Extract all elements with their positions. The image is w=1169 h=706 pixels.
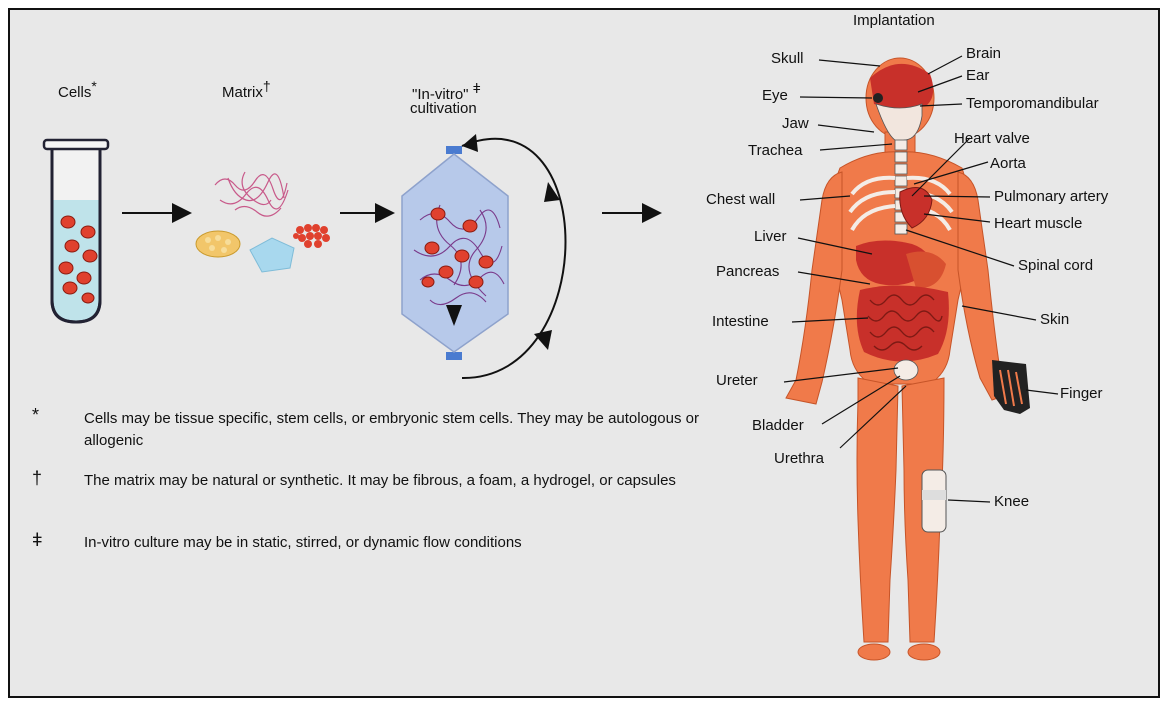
note-1-text: Cells may be tissue specific, stem cells… bbox=[84, 408, 734, 452]
organ-label-jaw: Jaw bbox=[782, 115, 809, 132]
note-1-symbol: * bbox=[32, 405, 39, 426]
organ-label-knee: Knee bbox=[994, 493, 1029, 510]
organ-label-aorta: Aorta bbox=[990, 155, 1026, 172]
invitro-footnote-mark: ǂ bbox=[473, 80, 481, 96]
organ-label-bladder: Bladder bbox=[752, 417, 804, 434]
organ-label-ureter: Ureter bbox=[716, 372, 758, 389]
organ-label-heart-valve: Heart valve bbox=[954, 130, 1030, 147]
matrix-label: Matrix† bbox=[222, 78, 271, 101]
organ-label-ear: Ear bbox=[966, 67, 989, 84]
implantation-label: Implantation bbox=[853, 12, 935, 29]
invitro-label-line2: cultivation bbox=[410, 100, 477, 117]
test-tube bbox=[44, 140, 108, 322]
cells-label-text: Cells bbox=[58, 84, 91, 101]
matrix-materials bbox=[196, 172, 330, 272]
organ-label-chest-wall: Chest wall bbox=[706, 191, 775, 208]
organ-label-trachea: Trachea bbox=[748, 142, 802, 159]
note-3-symbol: ǂ bbox=[32, 530, 43, 551]
organ-label-pulmonary-artery: Pulmonary artery bbox=[994, 188, 1108, 205]
organ-label-spinal-cord: Spinal cord bbox=[1018, 257, 1093, 274]
human-body-figure bbox=[786, 58, 1030, 660]
organ-label-finger: Finger bbox=[1060, 385, 1103, 402]
organ-label-intestine: Intestine bbox=[712, 313, 769, 330]
organ-label-liver: Liver bbox=[754, 228, 787, 245]
matrix-label-text: Matrix bbox=[222, 84, 263, 101]
bioreactor bbox=[402, 134, 566, 378]
note-3-text: In-vitro culture may be in static, stirr… bbox=[84, 532, 734, 554]
organ-label-brain: Brain bbox=[966, 45, 1001, 62]
organ-label-eye: Eye bbox=[762, 87, 788, 104]
cells-label: Cells* bbox=[58, 78, 97, 101]
organ-label-temporomandibular: Temporomandibular bbox=[966, 95, 1099, 112]
organ-label-skin: Skin bbox=[1040, 311, 1069, 328]
note-2-text: The matrix may be natural or synthetic. … bbox=[84, 470, 694, 492]
organ-label-pancreas: Pancreas bbox=[716, 263, 779, 280]
cells-footnote-mark: * bbox=[91, 78, 96, 94]
organ-label-skull: Skull bbox=[771, 50, 804, 67]
note-2-symbol: † bbox=[32, 468, 42, 489]
organ-label-urethra: Urethra bbox=[774, 450, 824, 467]
matrix-footnote-mark: † bbox=[263, 78, 271, 94]
organ-label-heart-muscle: Heart muscle bbox=[994, 215, 1082, 232]
